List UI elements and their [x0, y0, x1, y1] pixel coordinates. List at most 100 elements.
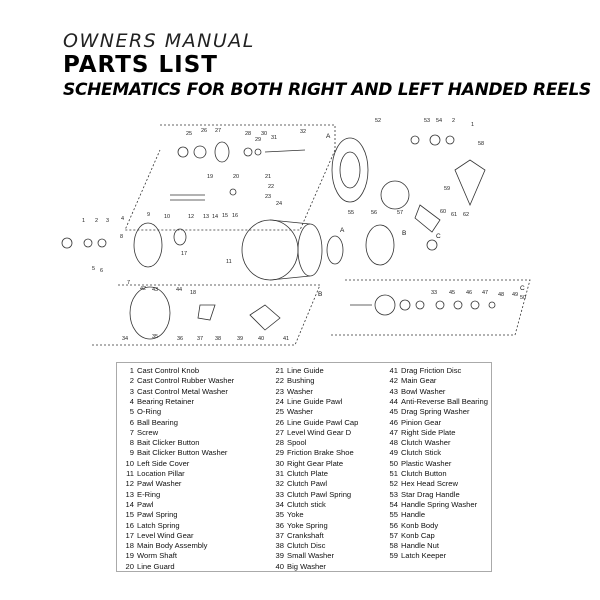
part-callout: 42 [140, 286, 146, 292]
part-number: 9 [129, 448, 134, 458]
part-number: 6 [129, 417, 134, 427]
part-name: Handle Spring Washer [401, 499, 478, 509]
washer-43 [399, 299, 411, 311]
main-body-18 [241, 219, 299, 281]
part-number: 41 [389, 366, 398, 375]
part-name: Left Side Cover [137, 458, 190, 468]
part-callout: 37 [197, 336, 203, 342]
panel-a-frame [124, 124, 336, 231]
part-callout: 48 [498, 292, 504, 298]
part-number: 7 [129, 427, 134, 437]
part-name: Bushing [287, 376, 315, 386]
knob-25 [177, 146, 189, 158]
part-name: Pawl Washer [137, 479, 182, 489]
part-callout: 50 [520, 295, 526, 301]
part-number: 28 [275, 438, 284, 448]
left-cover-10 [133, 222, 163, 268]
part-number: 35 [275, 510, 284, 520]
part-name: Handle [401, 510, 426, 520]
part-name: Yoke Spring [287, 520, 328, 530]
section-label-b: B [402, 230, 406, 237]
part-callout: 26 [201, 128, 207, 134]
part-name: Line Guard [137, 561, 175, 571]
gear-plate-30 [365, 224, 395, 266]
yoke-35 [249, 304, 281, 331]
part-name: Clutch Plate [287, 469, 328, 478]
part-name: Line Guide Pawl Cap [287, 417, 359, 427]
part-number: 56 [389, 520, 398, 530]
part-number: 19 [125, 551, 134, 561]
washer-26 [193, 145, 207, 159]
washer-54 [429, 134, 441, 146]
part-callout: 4 [121, 216, 124, 222]
section-label-a: A [326, 133, 331, 140]
knob-1 [61, 237, 73, 249]
part-callout: 8 [120, 234, 123, 240]
part-name: O-Ring [137, 407, 162, 417]
part-name: Bait Clicker Button Washer [137, 448, 228, 458]
pawl-14 [173, 228, 187, 246]
panel-b-frame [92, 284, 321, 346]
part-number: 31 [275, 469, 284, 478]
part-callout: 54 [436, 118, 442, 124]
part-number: 23 [275, 386, 284, 396]
part-name: Small Washer [287, 551, 334, 561]
right-gear-plate [129, 286, 171, 340]
part-callout: 62 [463, 212, 469, 218]
part-number: 27 [275, 427, 284, 437]
side-plate-inner [339, 151, 361, 189]
part-name: Clutch Disc [287, 541, 326, 551]
part-callout: 56 [371, 210, 377, 216]
part-name: Right Side Plate [401, 427, 456, 437]
part-number: 34 [275, 499, 284, 509]
part-number: 53 [389, 489, 398, 499]
part-name: Yoke [287, 510, 304, 520]
part-number: 13 [125, 489, 134, 499]
part-callout: 1 [471, 122, 474, 128]
washer-30 [254, 148, 262, 156]
part-name: Clutch stick [287, 499, 326, 509]
part-number: 3 [129, 386, 134, 396]
part-callout: 6 [100, 268, 103, 274]
part-callout: 11 [226, 259, 232, 265]
part-number: 42 [389, 376, 398, 386]
part-callout: 31 [271, 135, 277, 141]
section-label-c-2: C [520, 285, 525, 292]
handle-knob-56 [414, 204, 441, 233]
part-name: Bearing Retainer [137, 396, 194, 406]
part-number: 5 [129, 407, 134, 417]
washer-46 [453, 300, 463, 310]
part-callout: 57 [397, 210, 403, 216]
washer-44 [415, 300, 425, 310]
part-name: Main Body Assembly [137, 541, 208, 551]
part-callout: 27 [215, 128, 221, 134]
